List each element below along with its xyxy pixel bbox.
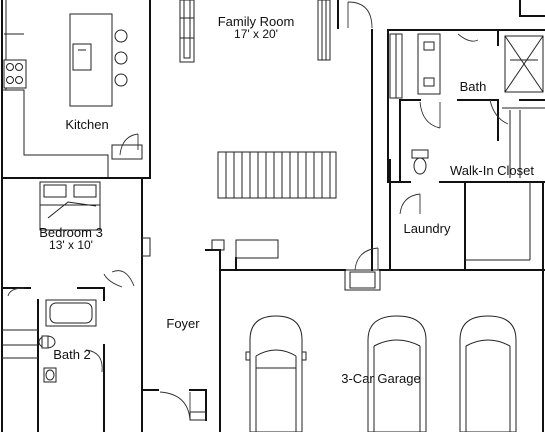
dim-bedroom-3: 13' x 10'	[49, 238, 93, 252]
label-family-room: Family Room	[218, 14, 295, 29]
kitchen-fixtures	[3, 13, 143, 160]
laundry-fixtures	[344, 193, 421, 291]
label-bath: Bath	[460, 79, 487, 94]
garage-cars	[245, 315, 517, 432]
label-kitchen: Kitchen	[65, 117, 108, 132]
label-foyer: Foyer	[166, 316, 200, 331]
family-room-furniture	[179, 0, 373, 63]
label-garage: 3-Car Garage	[341, 371, 420, 386]
staircase	[211, 151, 337, 259]
dim-family-room: 17' x 20'	[234, 27, 278, 41]
foyer-door	[159, 391, 207, 421]
room-labels: Family Room 17' x 20' Kitchen Bath Walk-…	[39, 14, 534, 386]
bath-2-fixtures	[38, 299, 103, 383]
bath-fixtures	[389, 33, 545, 178]
label-bath-2: Bath 2	[53, 347, 91, 362]
label-laundry: Laundry	[404, 221, 451, 236]
bedroom-3-furniture	[7, 181, 151, 297]
label-bedroom-3: Bedroom 3	[39, 225, 103, 240]
label-walk-in-closet: Walk-In Closet	[450, 163, 534, 178]
